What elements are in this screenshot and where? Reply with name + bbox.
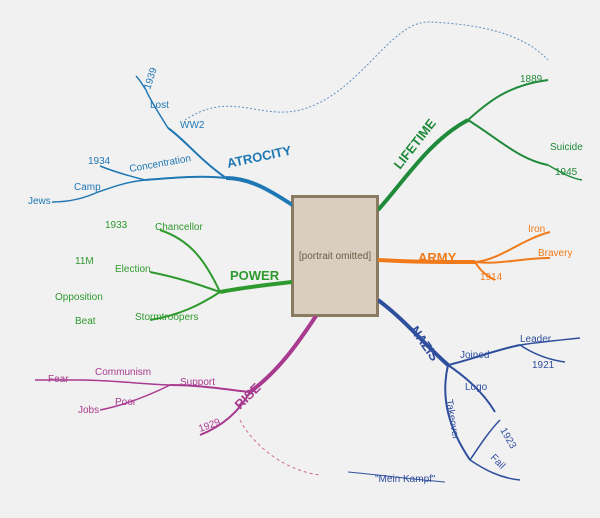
camp-label: Camp	[74, 182, 101, 193]
eleven-m-label: 11M	[75, 256, 94, 267]
connectors: "Mein Kampf"	[184, 21, 549, 485]
power-branch: POWER Chancellor 1933 Election 11M Storm…	[55, 220, 293, 327]
concentration-label: Concentration	[129, 153, 192, 175]
year-1914-label: 1914	[480, 272, 503, 283]
support-label: Support	[180, 377, 215, 388]
lifetime-branch: LIFETIME 1889 Suicide 1945	[376, 74, 583, 212]
year-1939-label: 1939	[142, 66, 159, 91]
year-1923-label: 1923	[497, 426, 518, 451]
central-image-placeholder: [portrait omitted]	[292, 196, 378, 316]
takeover-label: Takeover	[443, 399, 461, 442]
iron-label: Iron	[528, 224, 545, 235]
army-title: ARMY	[418, 250, 457, 265]
rise-branch: RISE Support Communism Fear Poor Jobs 19…	[35, 314, 318, 436]
ww2-label: WW2	[180, 120, 205, 131]
election-label: Election	[115, 264, 151, 275]
communism-label: Communism	[95, 367, 151, 378]
lost-label: Lost	[150, 100, 169, 111]
portrait-placeholder-label: [portrait omitted]	[298, 250, 372, 262]
year-1929-label: 1929	[197, 417, 222, 435]
year-1933-label: 1933	[105, 220, 128, 231]
joined-label: Joined	[460, 350, 489, 361]
stormtroopers-label: Stormtroopers	[135, 312, 198, 323]
nazis-branch: NAZIS Joined Leader 1921 Logo Takeover 1…	[376, 298, 581, 481]
suicide-label: Suicide	[550, 142, 583, 153]
jews-label: Jews	[28, 196, 51, 207]
bravery-label: Bravery	[538, 248, 572, 259]
nazis-title: NAZIS	[408, 323, 443, 364]
leader-label: Leader	[520, 334, 552, 345]
year-1934-label: 1934	[88, 156, 111, 167]
fail-label: Fail	[488, 452, 507, 471]
mein-kampf-label: "Mein Kampf"	[375, 474, 436, 485]
chancellor-label: Chancellor	[155, 222, 203, 233]
poor-label: Poor	[115, 397, 137, 408]
year-1921-label: 1921	[532, 360, 555, 371]
year-1945-label: 1945	[555, 167, 578, 178]
atrocity-branch: ATROCITY WW2 Lost 1939 Concentration 193…	[28, 66, 302, 212]
logo-label: Logo	[465, 382, 488, 393]
year-1889-label: 1889	[520, 74, 543, 85]
beat-label: Beat	[75, 316, 96, 327]
opposition-label: Opposition	[55, 292, 103, 303]
fear-label: Fear	[48, 374, 69, 385]
atrocity-title: ATROCITY	[226, 143, 293, 171]
jobs-label: Jobs	[78, 405, 99, 416]
power-title: POWER	[230, 268, 280, 283]
army-branch: ARMY Iron Bravery 1914	[377, 224, 572, 283]
